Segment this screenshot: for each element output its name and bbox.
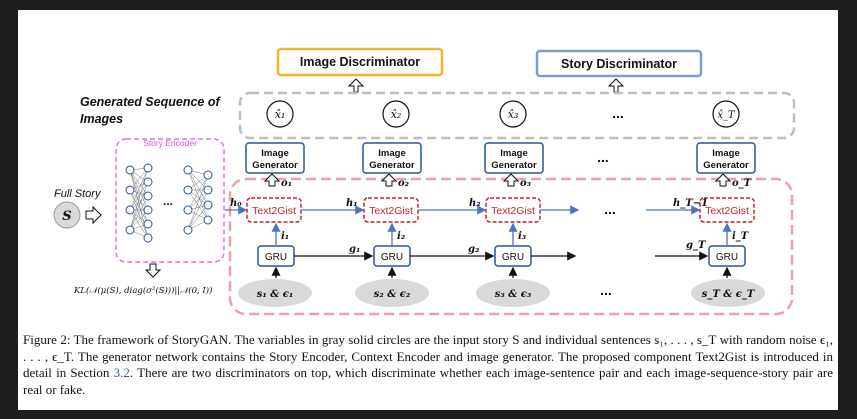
image-generator-label: Image [500, 148, 527, 159]
output-image-label: x̂₂ [391, 108, 402, 121]
caption-text-end: . There are two discriminators on top, w… [23, 365, 833, 397]
kl-formula: KL(𝒩(μ(S), diag(σ²(S)))||𝒩(0, I)) [73, 285, 212, 296]
i-label-T: i_T [732, 231, 750, 242]
input-sentence-label: s₂ & ϵ₂ [374, 289, 411, 300]
output-image-2: x̂₂ [382, 100, 410, 128]
o-label-3: o₃ [520, 178, 532, 189]
storygan-diagram: Image Discriminator Story Discriminator … [53, 47, 796, 316]
story-discriminator-box [535, 49, 703, 78]
i-label-3: i₃ [518, 231, 527, 242]
gru-label: GRU [265, 252, 287, 263]
section-link[interactable]: 3.2 [113, 365, 130, 380]
image-generator-label: Image [378, 148, 405, 159]
neural-network-nodes [125, 163, 213, 243]
image-discriminator-label: Image Discriminator [300, 55, 420, 69]
output-image-label: x̂₁ [275, 108, 286, 121]
up-arrow-icon [380, 173, 398, 187]
gru-label: GRU [502, 252, 524, 263]
image-generator-label: Generator [491, 160, 537, 171]
image-generator-label: Generator [369, 160, 415, 171]
story-encoder-label: Story Encoder [143, 138, 197, 148]
image-generator-label: Image [261, 148, 288, 159]
h-label-T: h_T−1 [673, 198, 708, 209]
output-image-1: x̂₁ [266, 100, 294, 128]
up-arrow-icon [263, 173, 281, 187]
input-ellipsis: ... [600, 282, 612, 298]
input-sentence-label: s_T & ϵ_T [702, 289, 756, 300]
image-generator-label: Generator [252, 160, 298, 171]
down-arrow-icon [144, 263, 162, 278]
up-arrow-icon [607, 78, 625, 93]
text2gist-label: Text2Gist [369, 205, 413, 217]
generated-sequence-label-line1: Generated Sequence of [80, 95, 221, 109]
output-image-label: x̂_T [717, 110, 736, 121]
image-generator-3: Image Generator [484, 142, 544, 174]
story-input-circle [53, 201, 81, 229]
h-label-2: h₂ [469, 198, 481, 209]
story-discriminator-label: Story Discriminator [561, 57, 677, 71]
generator-ellipsis: ... [597, 149, 609, 165]
o-label-1: o₁ [281, 178, 292, 189]
input-sentence-T [691, 279, 765, 307]
input-sentence-3 [476, 279, 550, 307]
o-label-T: o_T [732, 178, 753, 189]
i-label-1: i₁ [281, 231, 289, 242]
text2gist-label: Text2Gist [252, 205, 296, 217]
figure-caption: Figure 2: The framework of StoryGAN. The… [23, 332, 833, 398]
gru-label: GRU [716, 252, 738, 263]
image-generator-1: Image Generator [245, 142, 305, 174]
full-story-label: Full Story [54, 188, 102, 200]
image-generator-T: Image Generator [696, 142, 756, 174]
right-arrow-icon [85, 205, 102, 225]
story-encoder-box [115, 138, 225, 263]
output-ellipsis: ... [612, 105, 624, 121]
h-label-1: h₁ [346, 198, 358, 209]
text2gist-label: Text2Gist [491, 205, 535, 217]
image-generator-label: Generator [703, 160, 749, 171]
output-image-3: x̂₃ [499, 100, 527, 128]
encoder-ellipsis: ... [163, 194, 173, 208]
g-label-2: g₂ [468, 244, 480, 255]
caption-text: Figure 2: The framework of StoryGAN. The… [23, 332, 833, 380]
image-discriminator-box [276, 47, 444, 77]
text2gist-ellipsis: ... [604, 201, 616, 217]
gru-label: GRU [381, 252, 403, 263]
image-generator-2: Image Generator [362, 142, 422, 174]
output-image-T: x̂_T [712, 100, 740, 128]
generated-images-region [238, 91, 796, 140]
o-label-2: o₂ [398, 178, 410, 189]
g-label-1: g₁ [349, 244, 360, 255]
output-image-label: x̂₃ [508, 108, 519, 121]
i-label-2: i₂ [397, 231, 406, 242]
story-input-symbol: S [62, 209, 71, 224]
input-sentence-2 [355, 279, 429, 307]
input-sentence-label: s₃ & ϵ₃ [495, 289, 532, 300]
up-arrow-icon [714, 173, 732, 187]
paper-page: Image Discriminator Story Discriminator … [18, 10, 838, 410]
g-label-T: g_T [686, 240, 707, 251]
h-label-0: h₀ [230, 198, 242, 209]
generated-sequence-label-line2: Images [80, 112, 123, 126]
up-arrow-icon [502, 173, 520, 187]
text2gist-label: Text2Gist [705, 205, 749, 217]
gru-box-T [708, 245, 746, 267]
input-sentence-1 [238, 279, 312, 307]
up-arrow-icon [347, 78, 365, 93]
input-sentence-label: s₁ & ϵ₁ [257, 289, 293, 300]
image-generator-label: Image [712, 148, 739, 159]
